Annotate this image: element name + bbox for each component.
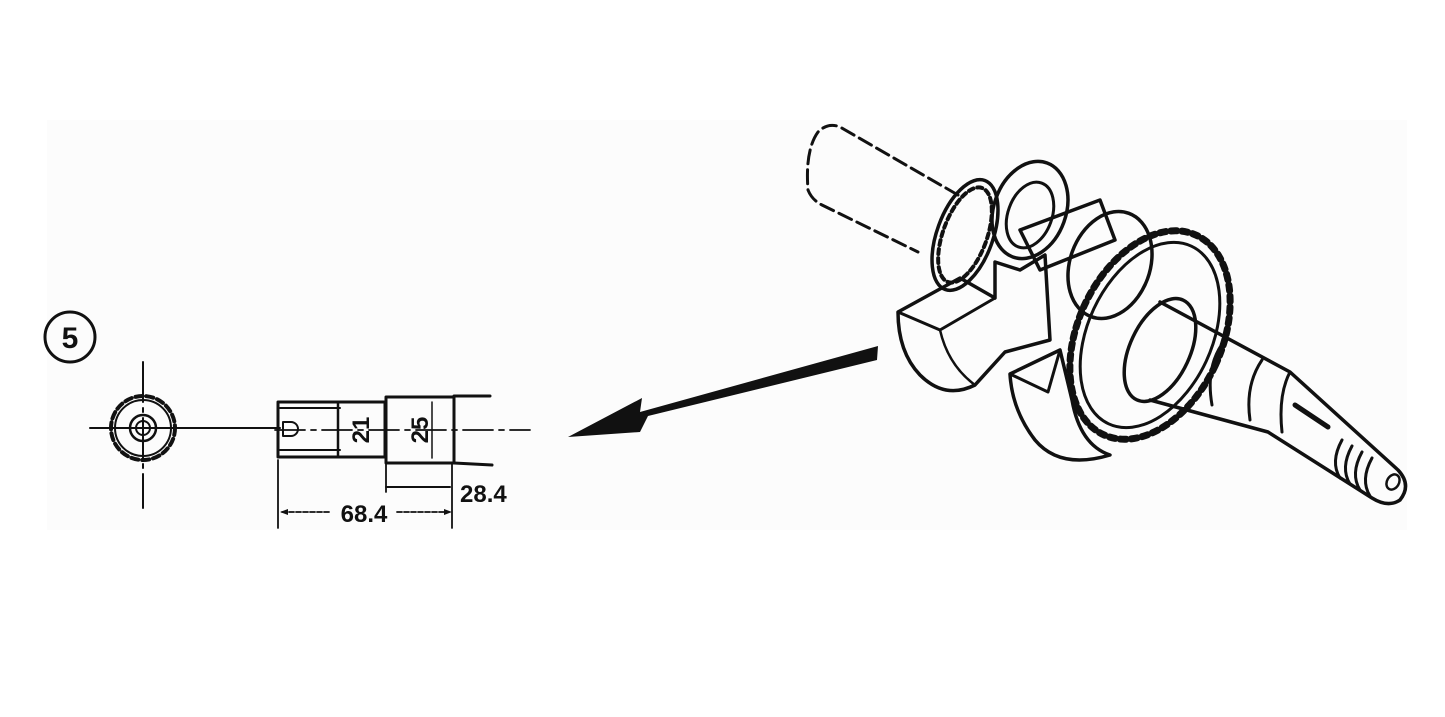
- dim-28-4: 28.4: [460, 481, 507, 508]
- drawing-panel: [47, 120, 1407, 530]
- crankshaft-illustration: [806, 123, 1408, 506]
- gear-end-view-icon: [89, 361, 281, 509]
- callout-5: 5: [43, 310, 97, 364]
- shaft-side-view: 21 25 28.4 68.4: [274, 394, 531, 529]
- callout-label: 5: [62, 322, 79, 355]
- dim-68-4: 68.4: [341, 501, 388, 528]
- dim-21: 21: [348, 417, 375, 444]
- pointer-arrow-icon: [568, 346, 878, 437]
- dim-25: 25: [407, 417, 434, 444]
